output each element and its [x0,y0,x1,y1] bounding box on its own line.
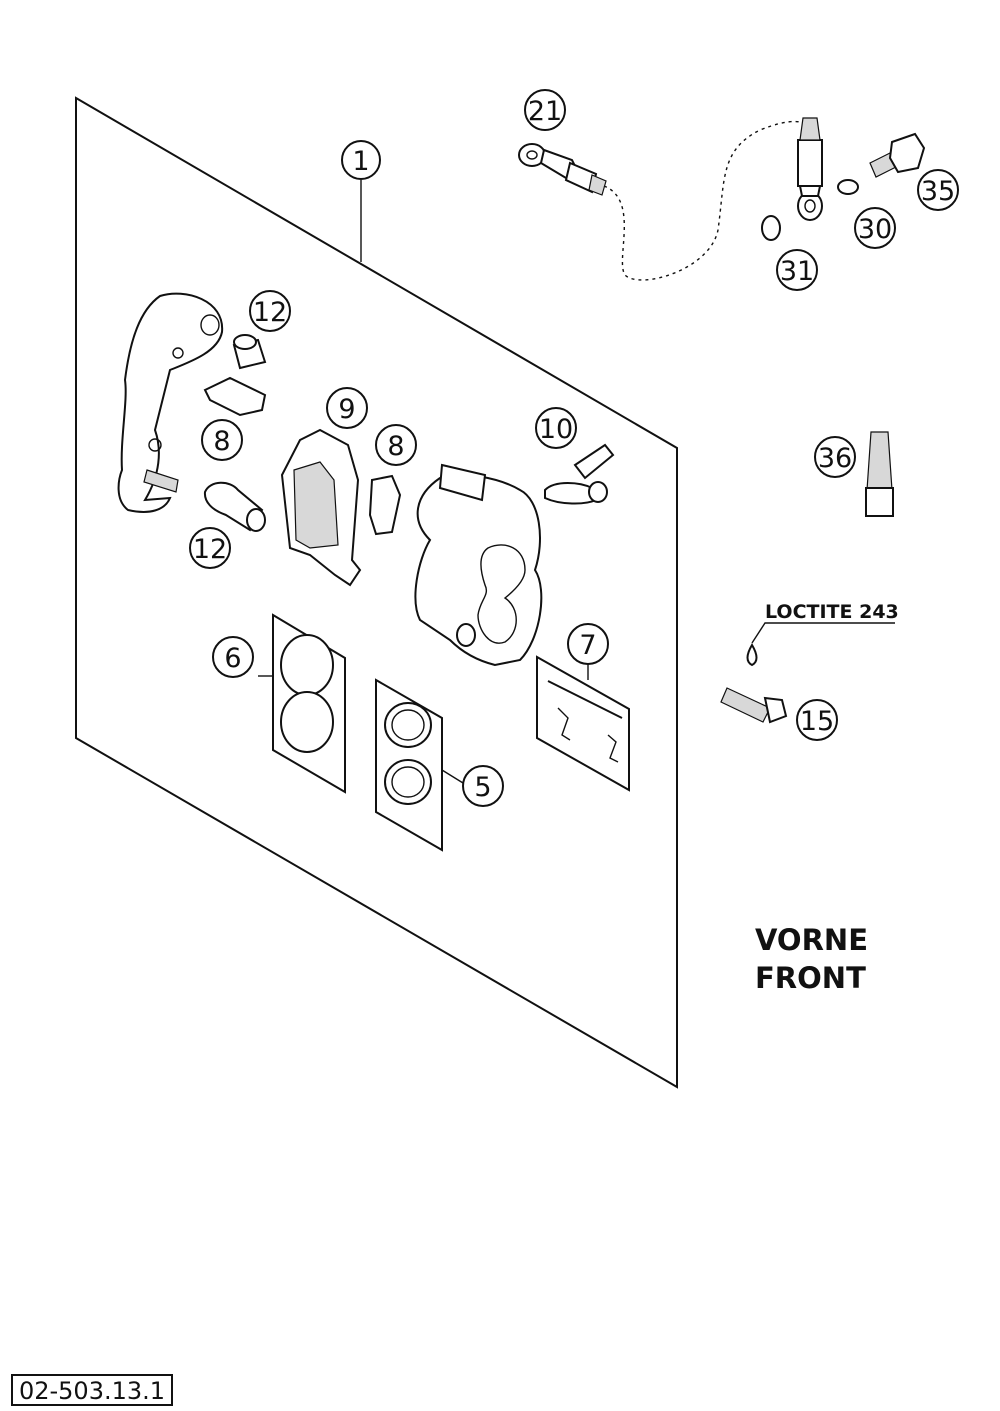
svg-text:9: 9 [338,394,355,425]
caliper-kit-outline [75,96,678,1089]
callout-6: 6 [212,636,254,678]
callout-31: 31 [776,249,818,291]
callout-35: 35 [917,169,959,211]
pin-kit-7 [536,655,630,792]
svg-text:02-503.13.1: 02-503.13.1 [19,1377,165,1405]
callout-12-top: 12 [249,290,291,332]
washer-31 [761,215,781,241]
spring-clip-8-left [203,376,267,417]
brake-line [518,117,823,281]
svg-text:10: 10 [539,414,573,445]
svg-text:12: 12 [193,534,227,565]
callout-12-bottom: 12 [189,527,231,569]
svg-text:21: 21 [528,96,562,127]
heading-front: FRONT [755,961,866,995]
caliper-bracket [117,292,224,513]
seal-kit-5 [375,678,443,852]
callout-7: 7 [567,623,609,665]
pad-spring-8-right [368,474,402,536]
drawing-code: 02-503.13.1 [11,1374,173,1406]
callout-36: 36 [814,436,856,478]
banjo-bolt-35 [869,132,926,178]
svg-text:8: 8 [387,431,404,462]
leader-5 [441,769,464,784]
svg-text:35: 35 [921,176,955,207]
svg-text:5: 5 [474,772,491,803]
svg-text:6: 6 [224,643,241,674]
brake-pads-9 [280,428,362,587]
svg-text:15: 15 [800,706,834,737]
screw-15 [720,643,788,724]
svg-text:30: 30 [858,214,892,245]
callout-8-left: 8 [201,419,243,461]
callout-10: 10 [535,407,577,449]
caliper-housing [414,463,543,667]
washer-30 [837,179,859,195]
callout-8-right: 8 [375,424,417,466]
callout-1: 1 [341,140,381,180]
heading-vorne: VORNE [755,923,868,957]
slide-pin-12-bottom [203,481,266,532]
svg-text:31: 31 [780,256,814,287]
callout-15: 15 [796,699,838,741]
svg-text:7: 7 [579,630,596,661]
bushing-12-top [232,334,267,370]
callout-21: 21 [524,89,566,131]
loctite-note: LOCTITE 243 [765,601,899,623]
svg-text:1: 1 [352,146,369,177]
callout-30: 30 [854,207,896,249]
piston-set-6 [272,613,346,794]
callout-5: 5 [462,765,504,807]
svg-text:36: 36 [818,443,852,474]
svg-text:8: 8 [213,426,230,457]
bleeder-valve-10 [544,443,615,505]
loctite-bottle-36 [865,431,894,517]
loctite-leader [751,622,895,644]
callout-9: 9 [326,387,368,429]
svg-text:12: 12 [253,297,287,328]
